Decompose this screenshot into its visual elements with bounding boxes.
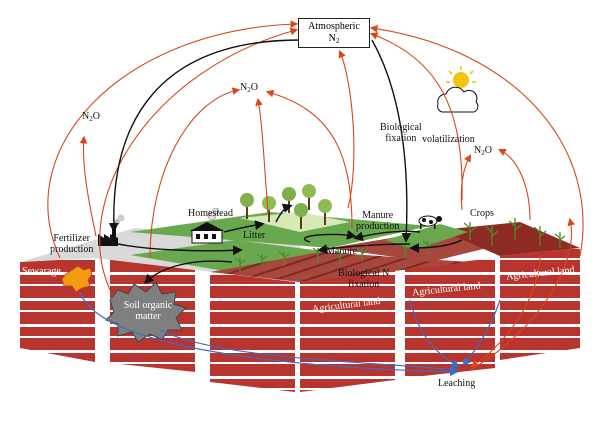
trees: [240, 184, 332, 229]
crop-icon: [463, 222, 477, 240]
n2o-label-left: N2O: [82, 111, 100, 123]
tree-icon: [262, 196, 276, 222]
leaching-label: Leaching: [438, 378, 476, 389]
n2o-label-mid: N2O: [240, 82, 258, 94]
arrow-manure-to-field: [317, 243, 411, 254]
flow-arrows-black: [108, 39, 463, 284]
arrow-manure-to-atmosphere: [338, 49, 355, 209]
volatilization-label: volatilization: [422, 134, 475, 145]
flow-arrows-orange: [47, 20, 584, 371]
arrow-crops-to-n2o-right: [498, 149, 531, 221]
sun-icon: [446, 66, 476, 88]
homestead-label: Homestead: [188, 208, 233, 219]
flow-arrows-blue: [79, 291, 501, 377]
cow-icon: [418, 215, 442, 229]
arrow-biological-fixation: [371, 39, 412, 243]
arrow-field-to-atmosphere-right: [369, 25, 584, 257]
arrow-litter-to-trees: [275, 203, 293, 223]
tree-icon: [318, 199, 332, 225]
arrow-sewage-to-atmosphere: [47, 20, 299, 259]
atmospheric-n2-box: Atmospheric N2: [298, 18, 370, 48]
arrow-soil-to-atmosphere: [99, 27, 299, 291]
arrow-field-to-soil-organic: [144, 260, 233, 284]
soil-face-right-2: [405, 258, 495, 378]
soil-face-right-1: [300, 270, 395, 392]
arrow-soil-to-n2o-mid: [149, 87, 241, 259]
arrow-fertilizer-to-n2o-left: [79, 135, 97, 237]
arrow-crops-to-field: [409, 239, 463, 253]
litter-label: Litter: [243, 230, 266, 241]
soil-face-left-3: [210, 272, 295, 392]
soil-organic-matter-burst: [105, 281, 187, 343]
crop-icon: [334, 250, 346, 265]
sewarage-label: Sewarage: [22, 266, 61, 277]
atmospheric-n2-subscript: 2: [335, 37, 340, 45]
sewage-blob-icon: [61, 265, 93, 293]
tree-icon: [294, 203, 308, 229]
cloud-icon: [437, 86, 479, 113]
arrow-soil-to-leaching: [159, 329, 459, 374]
crop-icon: [485, 226, 499, 246]
manure-label: Manure: [326, 246, 358, 257]
crop-icon: [278, 251, 290, 266]
n2o-label-right: N2O: [474, 145, 492, 157]
light-green-patch: [240, 212, 350, 232]
crop-plants: [234, 218, 566, 272]
green-field-mid: [130, 240, 330, 272]
homestead-icon: [190, 207, 224, 244]
crop-icon: [533, 226, 547, 246]
atmospheric-label: Atmospheric: [308, 21, 360, 32]
crop-icon: [234, 257, 246, 272]
arrow-leaching-to-right: [469, 217, 576, 371]
tree-icon: [302, 184, 316, 210]
arrow-field-to-leaching: [409, 299, 461, 368]
arrow-atmosphere-to-fertilizer: [108, 39, 301, 233]
arrow-right-to-leaching: [462, 299, 501, 366]
arrow-leaching-from-right-a: [470, 255, 541, 368]
arrow-litter-to-n2o-mid: [255, 97, 269, 215]
arrow-homestead-to-litter: [223, 220, 265, 233]
crop-icon: [554, 232, 566, 248]
arrow-factory-to-field: [117, 243, 243, 256]
arrow-field-loop: [303, 230, 357, 243]
crop-field-far-right: [440, 222, 580, 256]
crop-icon: [256, 253, 268, 268]
tree-icon: [240, 193, 254, 219]
arrow-sewage-to-leaching: [79, 291, 459, 377]
arrow-crops-to-n2o-mid: [265, 89, 353, 229]
arrow-volatilization-to-n2o-right: [460, 154, 472, 211]
arrow-manure-production: [353, 230, 421, 242]
crop-icon: [356, 247, 368, 262]
crop-field-front: [210, 252, 470, 282]
crop-icon: [508, 218, 522, 240]
arrow-volatilization: [369, 32, 463, 201]
crops-label: Crops: [470, 208, 494, 219]
atmospheric-n2-symbol: N: [328, 33, 336, 44]
